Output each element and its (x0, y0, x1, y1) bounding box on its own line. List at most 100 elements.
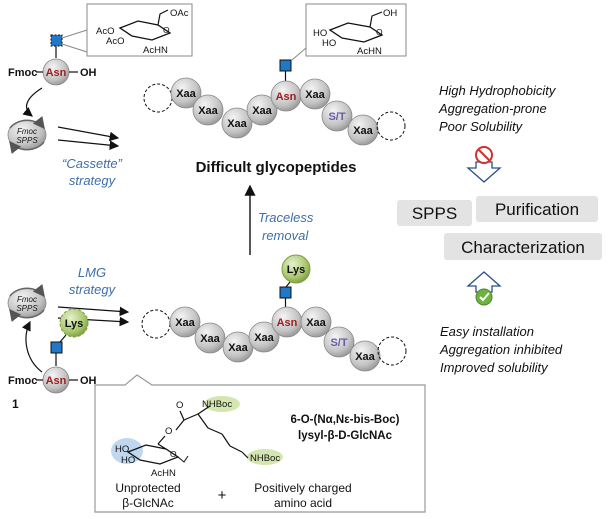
ho-label-2: HO (322, 38, 336, 49)
asn-label: Asn (276, 91, 297, 103)
xaa-bead (246, 94, 278, 126)
lys-bead (59, 308, 89, 338)
open-end-right (376, 111, 406, 141)
problem-2: Aggregation-prone (438, 101, 547, 116)
aco-label-1: AcO (96, 26, 114, 37)
cassette-label-2: strategy (69, 173, 117, 188)
cassette-arrow-1 (57, 126, 120, 142)
xaa-label: Xaa (227, 118, 247, 130)
enabled-up-arrow (466, 271, 502, 306)
unprotected-label-2: β-GlcNAc (122, 496, 174, 510)
xaa-label: Xaa (306, 317, 326, 329)
xaa-label: Xaa (355, 351, 375, 363)
xaa-label: Xaa (175, 317, 195, 329)
ring-o-top-label: O (376, 27, 383, 37)
compound-number: 1 (12, 397, 19, 411)
cycle-arrow-icon (9, 284, 45, 298)
amino-acid-label-1: Positively charged (254, 481, 351, 495)
glcnac-square-icon (50, 34, 63, 47)
cassette-label-1: “Cassette” (62, 156, 123, 171)
xaa-label: Xaa (305, 89, 325, 101)
open-end-left (143, 83, 173, 113)
xaa-label: Xaa (228, 342, 248, 354)
carbonyl-o: O (176, 400, 183, 411)
fmoc-text: Fmoc (17, 127, 37, 136)
spps-step: SPPS (412, 204, 457, 223)
xaa-label: Xaa (200, 333, 220, 345)
xaa-label: Xaa (198, 105, 218, 117)
glcnac-square-icon (279, 59, 292, 72)
title: Difficult glycopeptides (196, 159, 357, 176)
xaa-label: Xaa (176, 88, 196, 100)
blocked-down-arrow (466, 146, 502, 183)
ring-o-detail: O (170, 449, 177, 459)
st-label: S/T (330, 337, 347, 349)
spps-text: SPPS (16, 304, 38, 313)
xaa-bead (248, 321, 280, 353)
fmoc-spps-cycle-bottom: Fmoc SPPS (7, 284, 47, 322)
problem-3: Poor Solubility (439, 119, 524, 134)
characterization-pill (444, 233, 602, 260)
oh-top-label: OH (383, 8, 397, 19)
lmg-label-1: LMG (78, 265, 106, 280)
cassette-arrow-2 (57, 139, 120, 150)
xaa-bead (347, 114, 379, 146)
glcnac-square-icon (50, 341, 63, 354)
st-label: S/T (328, 111, 345, 123)
cassette-curved-arrow (22, 87, 43, 117)
st-bead (321, 100, 353, 132)
xaa-bead (221, 107, 253, 139)
nhboc-bottom: NHBoc (250, 453, 280, 464)
lmg-curved-arrow (21, 320, 43, 373)
cassette-building-block: OAc AcO AcO AcHN O Asn Fmoc OH (8, 3, 193, 86)
spps-pill (397, 200, 472, 226)
problem-1: High Hydrophobicity (439, 83, 557, 98)
nhboc-highlight (247, 449, 283, 465)
lys-bead (281, 254, 311, 284)
ring-o-label: O (163, 25, 170, 35)
oh-label: OH (80, 67, 97, 79)
bottom-peptide-chain: Lys Xaa Xaa Xaa Xaa Asn Xaa S/T Xaa (141, 254, 407, 372)
xaa-bead (192, 94, 224, 126)
benefit-2: Aggregation inhibited (439, 342, 563, 357)
benefit-1: Easy installation (440, 324, 534, 339)
hydroxyl-highlight (111, 438, 143, 464)
ho-detail-1: HO (115, 444, 129, 455)
ho-detail-2: HO (121, 455, 135, 466)
lmg-label-2: strategy (69, 282, 117, 297)
purification-step: Purification (495, 200, 579, 219)
protected-sugar-box (86, 3, 193, 57)
fmoc-label: Fmoc (8, 67, 37, 79)
nhboc-top: NHBoc (202, 399, 232, 410)
open-end-left (141, 309, 171, 339)
glcnac-square-icon (279, 286, 292, 299)
protected-sugar-ring (118, 20, 172, 41)
st-bead (323, 326, 355, 358)
traceless-label-2: removal (262, 228, 309, 243)
oh-label: OH (80, 375, 97, 387)
down-arrow-icon (466, 161, 502, 183)
xaa-label: Xaa (252, 105, 272, 117)
plus-sign: + (218, 487, 227, 504)
asn-label: Asn (46, 375, 67, 387)
lys-label: Lys (65, 318, 84, 330)
xaa-bead (349, 340, 381, 372)
fmoc-label: Fmoc (8, 375, 37, 387)
lmg-building-block: Lys Asn Fmoc OH 1 (8, 308, 97, 411)
aco-label-2: AcO (106, 36, 124, 47)
cycle-arrow-icon (9, 116, 45, 130)
xaa-bead (300, 306, 332, 338)
fmoc-text: Fmoc (17, 295, 37, 304)
xaa-label: Xaa (353, 125, 373, 137)
xaa-label: Xaa (254, 332, 274, 344)
check-icon (475, 288, 493, 306)
unprotected-label-1: Unprotected (115, 481, 180, 495)
compound-name-line2: lysyl-β-D-GlcNAc (298, 430, 393, 442)
nhboc-highlight (204, 396, 240, 412)
fmoc-spps-cycle-top: Fmoc SPPS (7, 116, 47, 154)
characterization-step: Characterization (461, 238, 585, 257)
deprotected-sugar-box (305, 3, 407, 57)
ester-o: O (165, 426, 172, 437)
lys-glcnac-detail-box: O NHBoc NHBoc O O HO HO AcHN 6-O-(Nα,Nε-… (94, 374, 426, 513)
